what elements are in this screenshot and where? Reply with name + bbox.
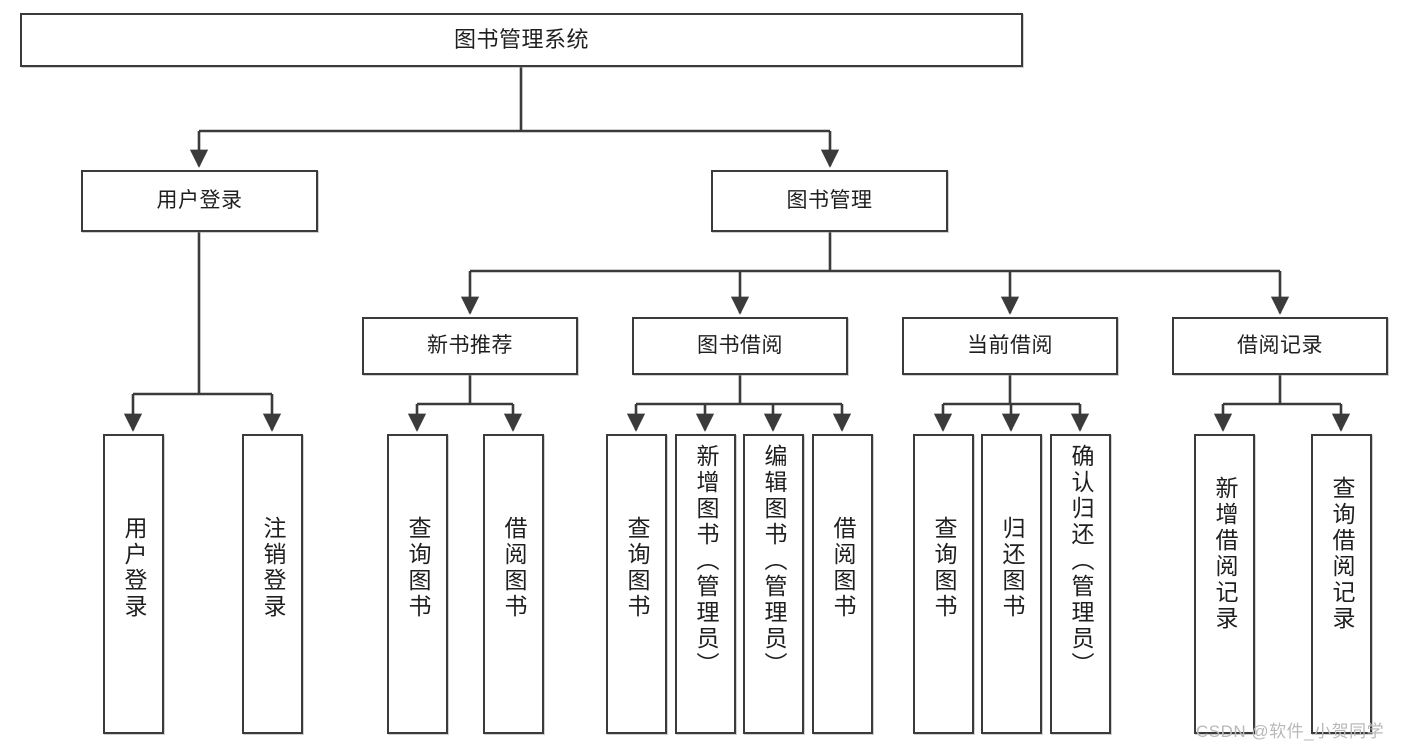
- leaf-new-book-borrow[interactable]: 借阅图书: [483, 434, 544, 734]
- leaf-book-borrow-add[interactable]: 新增图书（管理员）: [675, 434, 736, 734]
- leaf-label: 编辑图书（管理员）: [761, 444, 787, 678]
- leaf-label: 用户登录: [121, 516, 147, 620]
- leaf-current-borrow-return[interactable]: 归还图书: [981, 434, 1042, 734]
- leaf-label: 借阅图书: [830, 516, 856, 620]
- node-book-management[interactable]: 图书管理: [711, 170, 948, 232]
- leaf-label: 新增图书（管理员）: [693, 444, 719, 678]
- node-root-label: 图书管理系统: [453, 27, 589, 53]
- node-book-borrow-label: 图书借阅: [697, 333, 783, 357]
- leaf-user-login-login[interactable]: 用户登录: [103, 434, 164, 734]
- leaf-book-borrow-edit[interactable]: 编辑图书（管理员）: [743, 434, 804, 734]
- leaf-label: 查询借阅记录: [1329, 476, 1355, 632]
- leaf-label: 确认归还（管理员）: [1068, 444, 1094, 678]
- watermark-text: CSDN @软件_小贺同学: [1196, 722, 1385, 741]
- leaf-borrow-record-query[interactable]: 查询借阅记录: [1311, 434, 1372, 734]
- leaf-current-borrow-confirm[interactable]: 确认归还（管理员）: [1050, 434, 1111, 734]
- node-book-borrow[interactable]: 图书借阅: [632, 317, 848, 375]
- leaf-label: 归还图书: [999, 516, 1025, 620]
- leaf-label: 查询图书: [931, 516, 957, 620]
- leaf-label: 查询图书: [624, 516, 650, 620]
- node-book-management-label: 图书管理: [786, 188, 873, 212]
- node-new-book-recommend-label: 新书推荐: [427, 333, 513, 357]
- leaf-user-login-logout[interactable]: 注销登录: [242, 434, 303, 734]
- leaf-new-book-query[interactable]: 查询图书: [387, 434, 448, 734]
- node-borrow-record-label: 借阅记录: [1237, 333, 1323, 357]
- leaf-current-borrow-query[interactable]: 查询图书: [913, 434, 974, 734]
- node-borrow-record[interactable]: 借阅记录: [1172, 317, 1388, 375]
- node-root[interactable]: 图书管理系统: [20, 13, 1023, 67]
- leaf-label: 借阅图书: [501, 516, 527, 620]
- node-current-borrow[interactable]: 当前借阅: [902, 317, 1118, 375]
- leaf-book-borrow-borrow[interactable]: 借阅图书: [812, 434, 873, 734]
- leaf-book-borrow-query[interactable]: 查询图书: [606, 434, 667, 734]
- leaf-label: 查询图书: [405, 516, 431, 620]
- node-user-login-label: 用户登录: [156, 188, 243, 212]
- node-current-borrow-label: 当前借阅: [967, 333, 1053, 357]
- leaf-label: 注销登录: [260, 516, 286, 620]
- leaf-borrow-record-add[interactable]: 新增借阅记录: [1194, 434, 1255, 734]
- node-new-book-recommend[interactable]: 新书推荐: [362, 317, 578, 375]
- leaf-label: 新增借阅记录: [1212, 476, 1238, 632]
- node-user-login[interactable]: 用户登录: [81, 170, 318, 232]
